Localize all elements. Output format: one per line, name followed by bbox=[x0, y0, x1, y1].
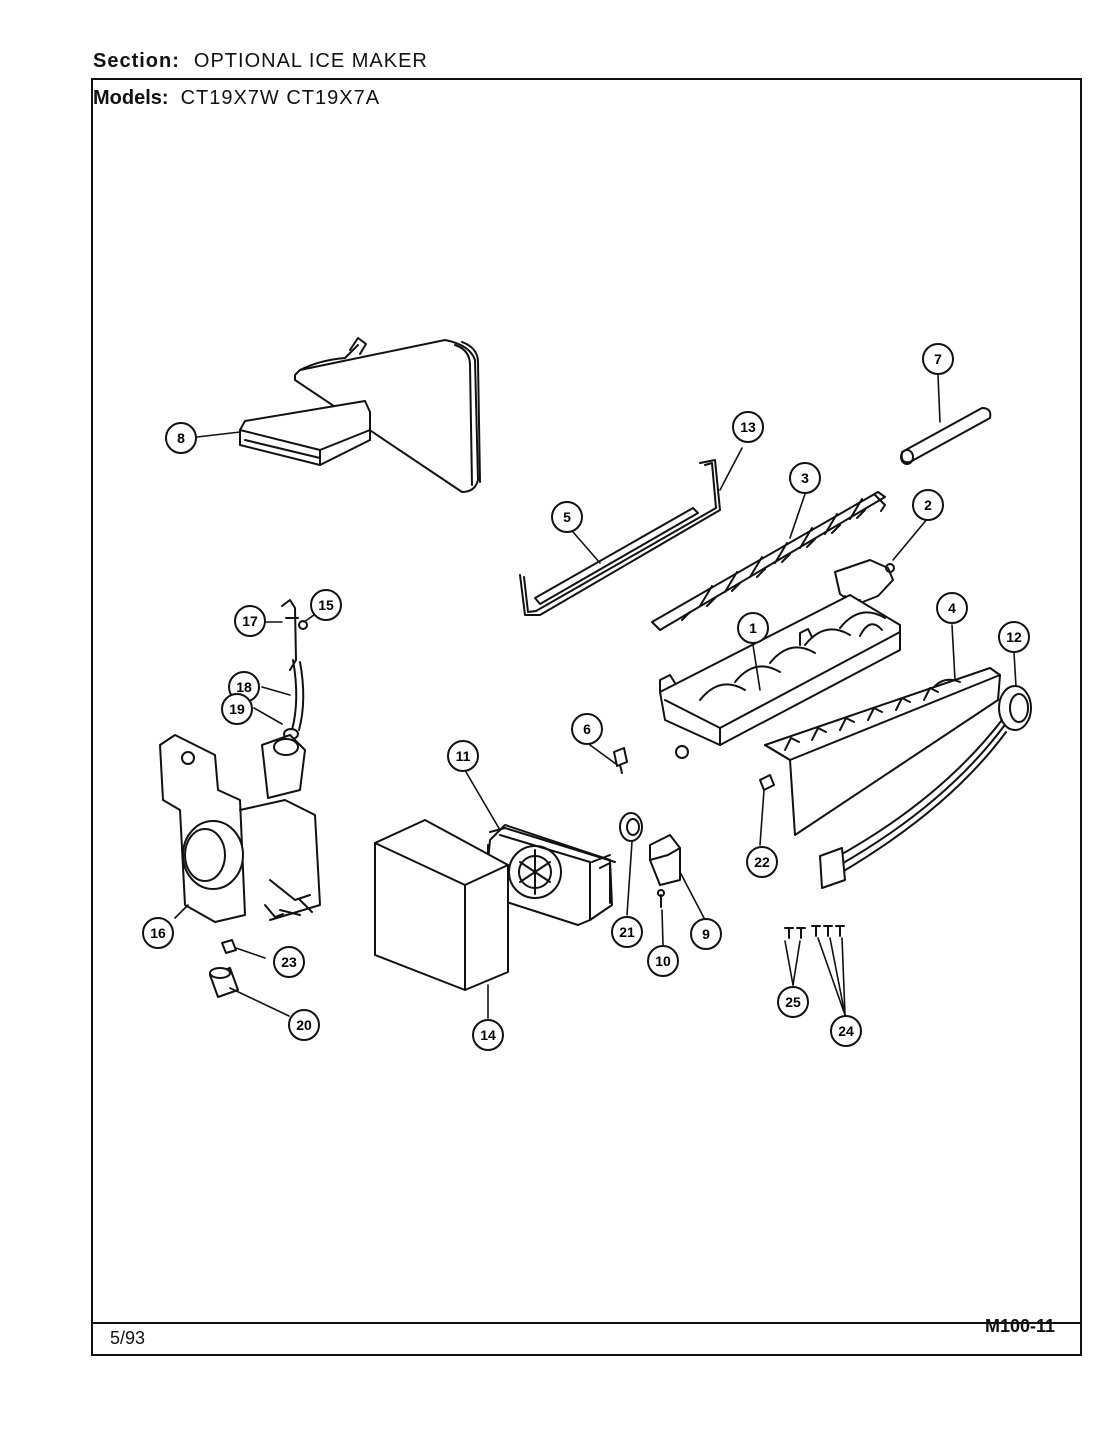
part-gear-21 bbox=[619, 812, 643, 842]
section-value: OPTIONAL ICE MAKER bbox=[193, 50, 428, 72]
part-screws-24-25 bbox=[784, 925, 845, 939]
callout-6-label: 6 bbox=[583, 721, 591, 737]
callout-9: 9 bbox=[690, 918, 722, 950]
callout-25: 25 bbox=[777, 986, 809, 1018]
part-wire-13 bbox=[519, 459, 721, 616]
callout-19: 19 bbox=[221, 693, 253, 725]
part-valve-16 bbox=[159, 734, 321, 923]
callout-17: 17 bbox=[234, 605, 266, 637]
callout-15: 15 bbox=[310, 589, 342, 621]
callout-10: 10 bbox=[647, 945, 679, 977]
part-clip-22 bbox=[759, 774, 775, 791]
section-heading: Section: OPTIONAL ICE MAKER bbox=[93, 50, 428, 73]
callout-22-label: 22 bbox=[754, 854, 770, 870]
callouts: 1 2 3 4 5 6 7 8 9 10 11 12 13 14 15 16 1… bbox=[142, 343, 1030, 1051]
part-nut-23 bbox=[221, 939, 237, 954]
callout-14-label: 14 bbox=[480, 1027, 496, 1043]
part-arm-9 bbox=[649, 834, 681, 886]
callout-16-label: 16 bbox=[150, 925, 166, 941]
part-bar-4 bbox=[764, 667, 1001, 836]
callout-8-label: 8 bbox=[177, 430, 185, 446]
models-value: CT19X7W CT19X7A bbox=[180, 87, 381, 109]
part-screw-6 bbox=[613, 747, 628, 774]
callout-9-label: 9 bbox=[702, 926, 710, 942]
callout-19-label: 19 bbox=[229, 701, 245, 717]
section-label: Section: bbox=[93, 50, 180, 72]
callout-25-label: 25 bbox=[785, 994, 801, 1010]
callout-14: 14 bbox=[472, 1019, 504, 1051]
leader-lines bbox=[174, 374, 1017, 1019]
callout-11-label: 11 bbox=[456, 748, 471, 764]
part-screw-10 bbox=[657, 889, 665, 908]
part-rod-7 bbox=[900, 407, 992, 465]
callout-2: 2 bbox=[912, 489, 944, 521]
callout-11: 11 bbox=[447, 740, 479, 772]
part-ejector-3 bbox=[651, 491, 886, 631]
callout-3-label: 3 bbox=[801, 470, 809, 486]
callout-20: 20 bbox=[288, 1009, 320, 1041]
part-cover-14 bbox=[374, 819, 509, 991]
callout-21-label: 21 bbox=[619, 924, 635, 940]
callout-21: 21 bbox=[611, 916, 643, 948]
callout-2-label: 2 bbox=[924, 497, 932, 513]
callout-12-label: 12 bbox=[1006, 629, 1022, 645]
callout-24: 24 bbox=[830, 1015, 862, 1047]
callout-4: 4 bbox=[936, 592, 968, 624]
callout-13: 13 bbox=[732, 411, 764, 443]
callout-13-label: 13 bbox=[740, 419, 756, 435]
callout-20-label: 20 bbox=[296, 1017, 312, 1033]
part-harness-12 bbox=[819, 685, 1032, 889]
callout-23-label: 23 bbox=[281, 954, 297, 970]
callout-22: 22 bbox=[746, 846, 778, 878]
callout-5-label: 5 bbox=[563, 509, 571, 525]
callout-3: 3 bbox=[789, 462, 821, 494]
callout-10-label: 10 bbox=[655, 953, 671, 969]
callout-18-label: 18 bbox=[236, 679, 252, 695]
callout-15-label: 15 bbox=[318, 597, 334, 613]
callout-7: 7 bbox=[922, 343, 954, 375]
callout-7-label: 7 bbox=[934, 351, 942, 367]
callout-17-label: 17 bbox=[242, 613, 258, 629]
models-label: Models: bbox=[93, 87, 169, 109]
footer-date: 5/93 bbox=[110, 1328, 146, 1348]
callout-8: 8 bbox=[165, 422, 197, 454]
part-shield-8 bbox=[239, 337, 481, 493]
part-fitting-20 bbox=[209, 967, 239, 998]
models-heading: Models: CT19X7W CT19X7A bbox=[93, 87, 380, 110]
callout-1: 1 bbox=[737, 612, 769, 644]
callout-23: 23 bbox=[273, 946, 305, 978]
part-mold-1 bbox=[659, 594, 901, 759]
callout-1-label: 1 bbox=[749, 620, 757, 636]
callout-5: 5 bbox=[551, 501, 583, 533]
drawing-frame bbox=[91, 78, 1082, 1356]
part-fill-tube bbox=[281, 599, 308, 740]
callout-6: 6 bbox=[571, 713, 603, 745]
part-housing-11-top bbox=[489, 827, 616, 863]
footer-rule bbox=[93, 1322, 1080, 1324]
callout-16: 16 bbox=[142, 917, 174, 949]
part-rod-5 bbox=[534, 507, 699, 605]
callout-4-label: 4 bbox=[948, 600, 956, 616]
footer-code: M100-11 bbox=[985, 1316, 1056, 1336]
part-housing-11 bbox=[484, 824, 613, 926]
callout-12: 12 bbox=[998, 621, 1030, 653]
callout-24-label: 24 bbox=[838, 1023, 854, 1039]
